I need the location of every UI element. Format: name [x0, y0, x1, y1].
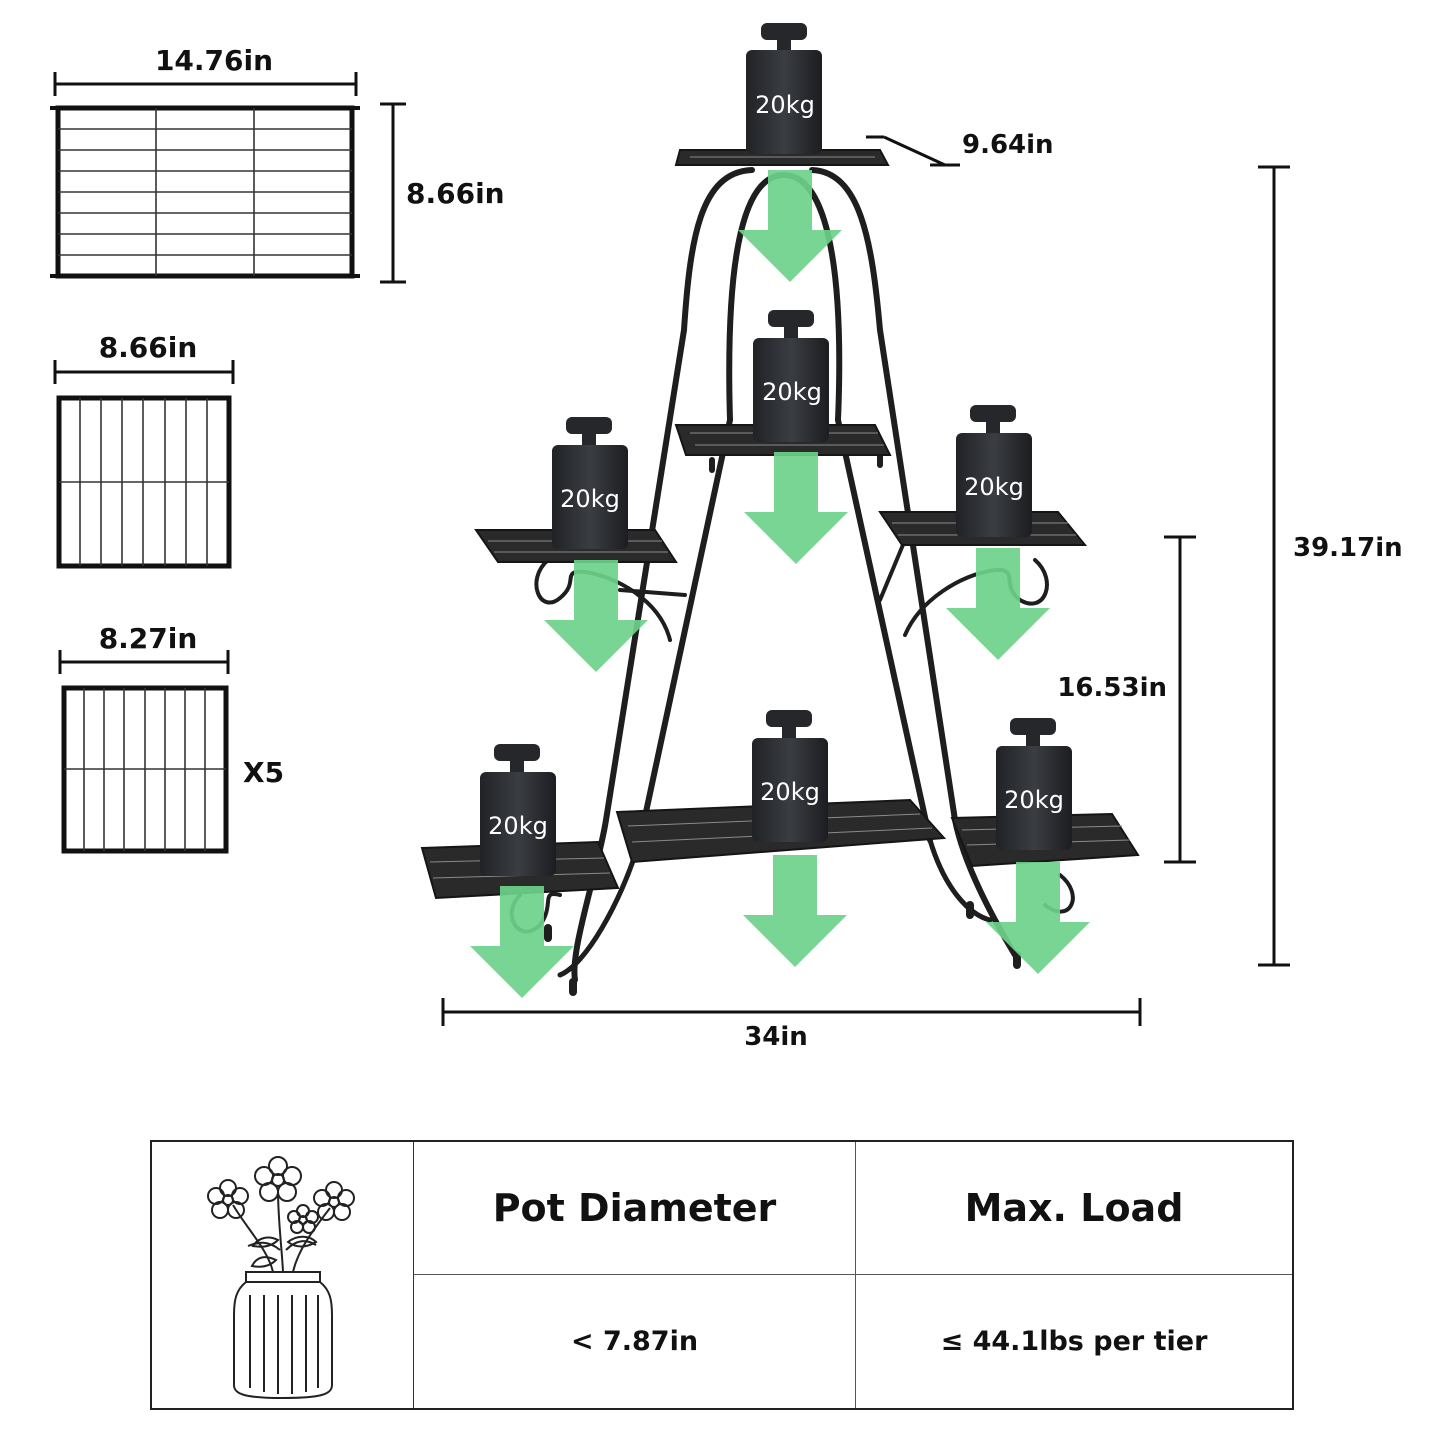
weight-label: 20kg	[560, 485, 620, 513]
weight-left-upper: 20kg	[552, 417, 628, 549]
weight-label: 20kg	[755, 91, 815, 119]
flower-vase-icon	[206, 1156, 355, 1400]
weight-label: 20kg	[964, 473, 1024, 501]
small-shelf-count-label: X5	[243, 756, 284, 789]
top-shelf-plan: 14.76in 8.66in	[50, 44, 505, 284]
weight-middle: 20kg	[753, 310, 829, 442]
weight-center-lower: 20kg	[752, 710, 828, 842]
weight-label: 20kg	[762, 378, 822, 406]
weight-label: 20kg	[760, 778, 820, 806]
top-tier-depth-label: 9.64in	[962, 130, 1054, 160]
weight-right-lower: 20kg	[996, 718, 1072, 850]
middle-shelf-plan: 8.66in	[53, 331, 235, 569]
spec-table: Pot Diameter Max. Load < 7.87in ≤ 44.1lb…	[150, 1140, 1294, 1410]
top-shelf-depth-label: 8.66in	[406, 177, 505, 210]
small-shelf-plan: 8.27in X5	[58, 622, 284, 854]
total-width-label: 34in	[744, 1022, 808, 1052]
middle-shelf-width-label: 8.66in	[99, 331, 198, 364]
total-width-dimension: 34in	[441, 998, 1142, 1052]
flower-vase-icon-cell	[152, 1142, 414, 1408]
top-tier-depth-callout: 9.64in	[866, 130, 1054, 167]
weight-label: 20kg	[488, 812, 548, 840]
top-shelf-width-label: 14.76in	[155, 44, 273, 77]
total-height-label: 39.17in	[1293, 533, 1403, 563]
pot-diameter-header: Pot Diameter	[414, 1142, 856, 1275]
lower-height-dimension: 16.53in	[1057, 535, 1196, 864]
pot-diameter-value: < 7.87in	[414, 1275, 856, 1408]
weight-label: 20kg	[1004, 786, 1064, 814]
weight-left-lower: 20kg	[480, 744, 556, 876]
lower-height-label: 16.53in	[1057, 673, 1167, 703]
weight-right-upper: 20kg	[956, 405, 1032, 537]
small-shelf-width-label: 8.27in	[99, 622, 198, 655]
total-height-dimension: 39.17in	[1258, 165, 1403, 967]
max-load-value: ≤ 44.1lbs per tier	[940, 1326, 1208, 1357]
max-load-header: Max. Load	[856, 1142, 1292, 1275]
weight-top: 20kg	[746, 23, 822, 154]
